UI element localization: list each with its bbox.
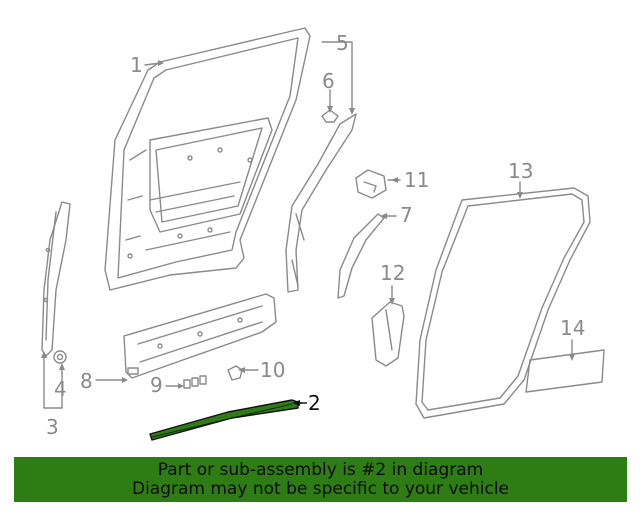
grommet-part	[321, 109, 339, 123]
callout-9: 9	[150, 373, 163, 397]
notice-banner: Part or sub-assembly is #2 in diagram Di…	[14, 457, 627, 502]
callout-4: 4	[54, 377, 67, 401]
callout-3: 3	[46, 415, 59, 439]
label-sheet-part	[525, 349, 605, 393]
bracket-part	[355, 169, 387, 199]
callout-7: 7	[400, 203, 413, 227]
pillar-garnish-part	[285, 113, 357, 293]
fastener-part	[227, 365, 243, 381]
highlighted-part-2	[149, 399, 302, 441]
callout-12: 12	[380, 261, 405, 285]
callout-6: 6	[322, 69, 335, 93]
clip-part	[53, 350, 67, 364]
door-shell-part	[104, 27, 311, 291]
callout-10: 10	[260, 358, 285, 382]
banner-line-1: Part or sub-assembly is #2 in diagram	[157, 460, 484, 480]
banner-line-2: Diagram may not be specific to your vehi…	[131, 479, 509, 499]
callout-2: 2	[308, 391, 321, 415]
callout-13: 13	[508, 159, 533, 183]
door-panel-insert-part	[123, 293, 277, 379]
callout-11: 11	[404, 168, 429, 192]
weatherstrip-part	[415, 187, 591, 419]
door-edge-garnish-part	[41, 201, 71, 357]
clips-part	[183, 375, 207, 389]
leader-lines	[43, 41, 573, 409]
callout-14: 14	[560, 316, 585, 340]
callout-5: 5	[336, 31, 349, 55]
leader-arrows	[41, 60, 575, 389]
check-block-part	[371, 301, 405, 367]
trim-strip-part	[337, 213, 385, 299]
parts-diagram: 1 2 3 4 5 6 7 8 9 10 11 12 13 14	[41, 27, 605, 441]
callout-2-arrow	[292, 400, 300, 406]
callout-1: 1	[130, 53, 143, 77]
callout-8: 8	[80, 369, 93, 393]
